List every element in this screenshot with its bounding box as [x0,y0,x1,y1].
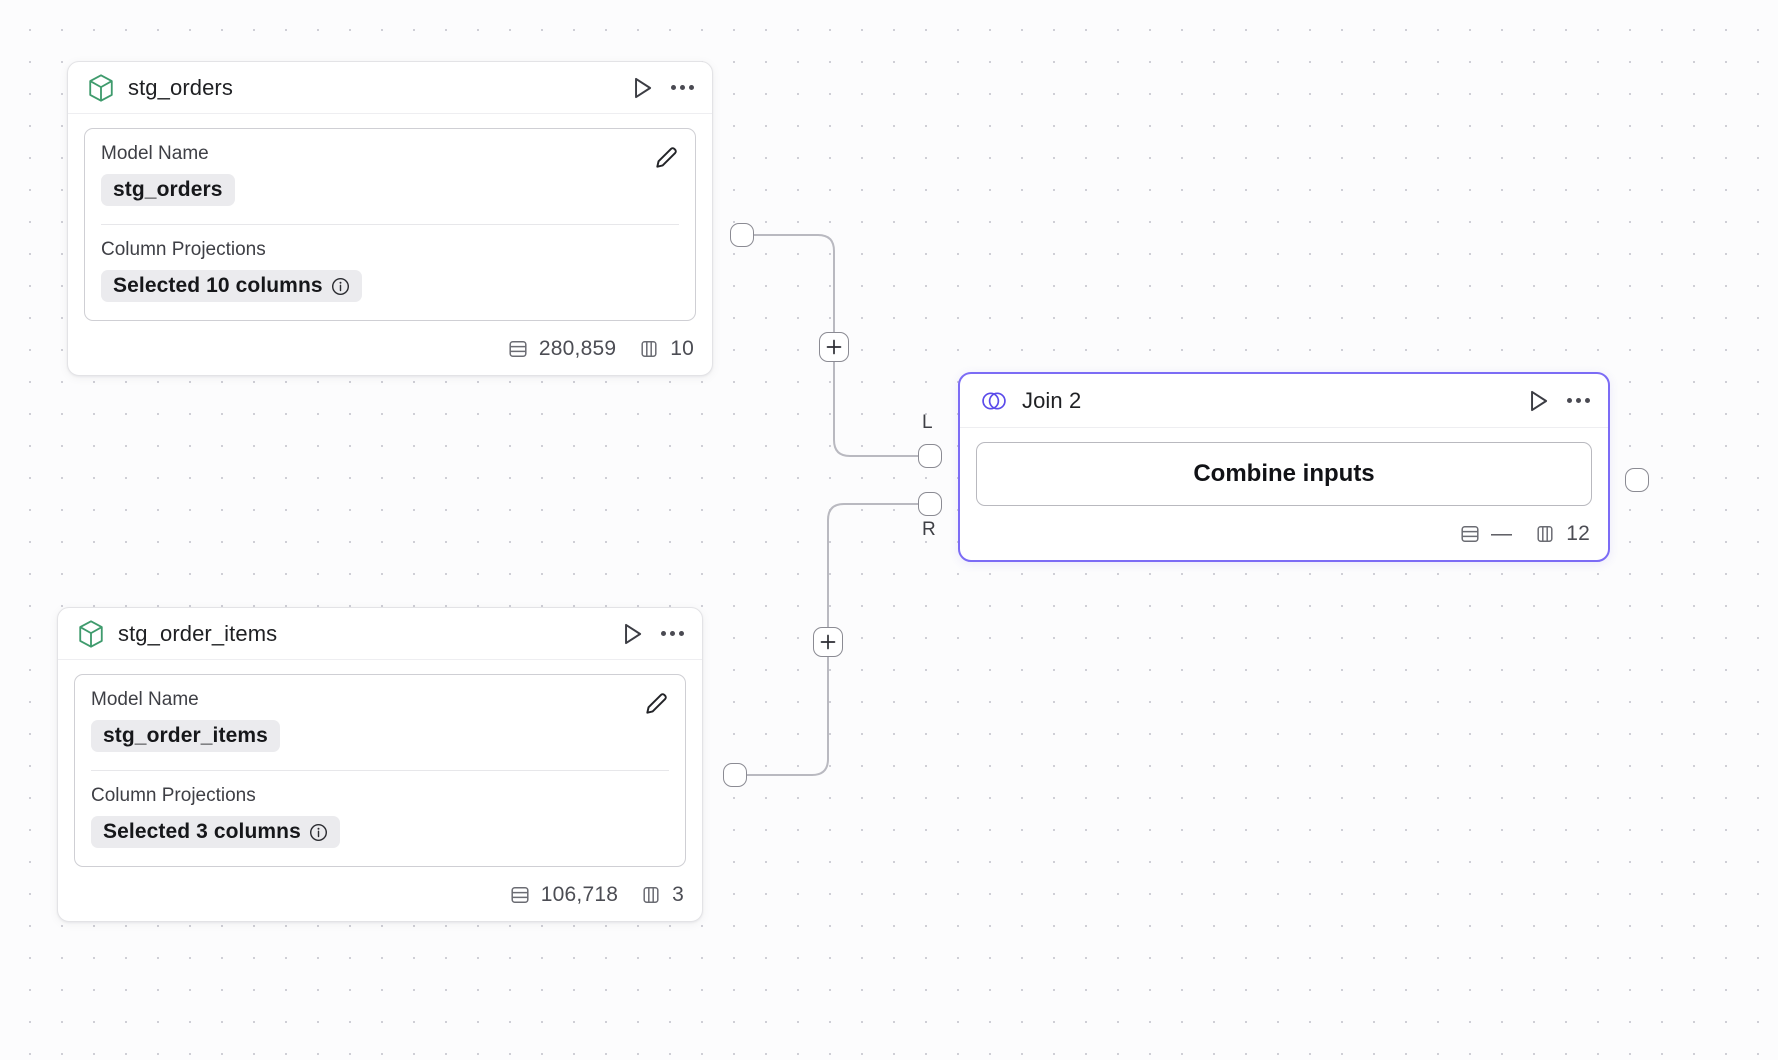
node-title: Join 2 [1022,387,1082,413]
model-name-label: Model Name [101,143,209,164]
node-header: Join 2 [960,374,1608,428]
venn-icon [980,389,1008,413]
cube-icon [78,619,104,648]
info-icon[interactable] [309,823,328,842]
more-icon[interactable] [1567,398,1590,403]
input-port-right-label: R [922,519,936,540]
column-projections-label: Column Projections [91,785,256,806]
columns-icon [640,884,662,906]
node-title: stg_orders [128,74,233,100]
more-icon[interactable] [661,631,684,636]
rows-icon [507,338,529,360]
column-projections-label: Column Projections [101,239,266,260]
column-count-stat: 3 [640,883,684,907]
run-icon[interactable] [619,621,645,647]
column-count-value: 3 [672,883,684,906]
column-count-stat: 10 [638,337,694,361]
node-stg-order-items[interactable]: stg_order_items Model Name stg_order_ite… [57,607,703,922]
output-port-join-2[interactable] [1625,468,1649,492]
output-port-stg-order-items[interactable] [723,763,747,787]
info-icon[interactable] [331,277,350,296]
column-projections-value[interactable]: Selected 3 columns [91,816,340,848]
run-icon[interactable] [1525,388,1551,414]
plus-icon [826,339,842,355]
node-body: Model Name stg_orders Column Projections… [68,114,712,331]
model-name-value[interactable]: stg_orders [101,174,235,206]
node-footer: 280,859 10 [68,331,712,375]
rows-icon [1459,523,1481,545]
panel-divider [101,224,679,225]
node-title: stg_order_items [118,620,278,646]
input-port-join-left[interactable] [918,444,942,468]
model-name-label: Model Name [91,689,199,710]
row-count-value: — [1491,522,1513,545]
node-footer: 106,718 3 [58,877,702,921]
input-port-join-right[interactable] [918,492,942,516]
add-node-on-edge-bottom-button[interactable] [813,627,843,657]
output-port-stg-orders[interactable] [730,223,754,247]
plus-icon [820,634,836,650]
column-count-value: 10 [670,337,694,360]
cube-icon [88,73,114,102]
model-name-value[interactable]: stg_order_items [91,720,280,752]
more-icon[interactable] [671,85,694,90]
node-header: stg_order_items [58,608,702,660]
edit-pencil-icon[interactable] [643,691,669,717]
node-header: stg_orders [68,62,712,114]
node-body: Model Name stg_order_items Column Projec… [58,660,702,877]
input-port-left-label: L [922,412,933,433]
run-icon[interactable] [629,75,655,101]
row-count-stat: — [1459,522,1512,546]
model-config-panel: Model Name stg_orders Column Projections… [84,128,696,321]
columns-icon [638,338,660,360]
row-count-value: 280,859 [538,337,617,360]
column-projections-text: Selected 3 columns [103,820,301,843]
add-node-on-edge-top-button[interactable] [819,332,849,362]
node-footer: — 12 [960,506,1608,560]
row-count-stat: 106,718 [509,883,618,907]
column-projections-value[interactable]: Selected 10 columns [101,270,362,302]
node-stg-orders[interactable]: stg_orders Model Name stg_orders [67,61,713,376]
column-projections-text: Selected 10 columns [113,274,323,297]
node-join-2[interactable]: Join 2 Combine inputs [958,372,1610,562]
rows-icon [509,884,531,906]
panel-divider [91,770,669,771]
model-config-panel: Model Name stg_order_items Column Projec… [74,674,686,867]
row-count-value: 106,718 [540,883,619,906]
edit-pencil-icon[interactable] [653,145,679,171]
row-count-stat: 280,859 [507,337,616,361]
combine-inputs-button[interactable]: Combine inputs [976,442,1592,506]
column-count-stat: 12 [1534,522,1590,546]
columns-icon [1534,523,1556,545]
column-count-value: 12 [1566,522,1590,545]
